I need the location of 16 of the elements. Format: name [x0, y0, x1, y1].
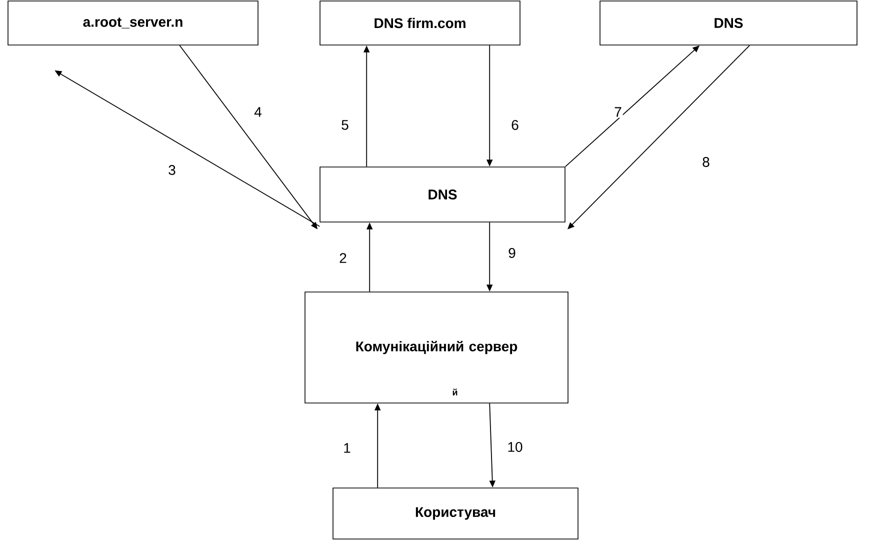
edge-label: 6 [510, 119, 520, 131]
process-box: DNS [320, 166, 566, 222]
edge-label: 8 [701, 156, 711, 168]
edge-label: 7 [613, 106, 623, 118]
edge-label: 4 [253, 106, 263, 118]
process-box: Користувач [332, 488, 578, 540]
process-box: DNS [600, 0, 858, 46]
edge-label: 10 [506, 441, 524, 453]
process-box: a.root_server.n [8, 0, 258, 46]
edge-label: 5 [340, 119, 350, 131]
text-fragment: й [452, 388, 458, 396]
process-box: DNS firm.com [320, 0, 520, 46]
edge-label: 9 [507, 247, 517, 259]
edge-label: 3 [167, 164, 177, 176]
edge-label: 1 [342, 442, 352, 454]
edge-label: 2 [338, 252, 348, 264]
